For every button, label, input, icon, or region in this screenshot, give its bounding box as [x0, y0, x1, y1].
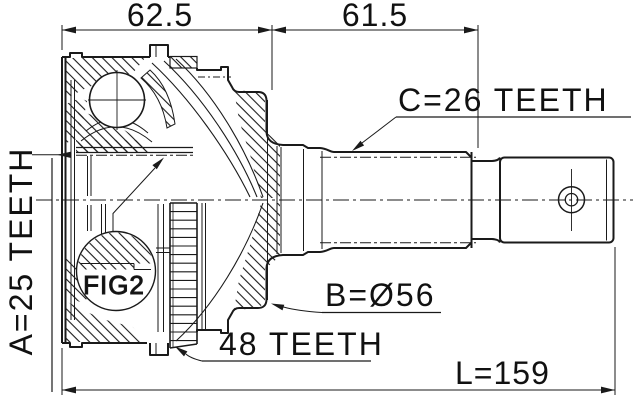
arrow-right-icon [464, 26, 478, 34]
arrow-right-icon [258, 26, 272, 34]
label-b-leader [283, 306, 323, 313]
hatch-cage-crescent [140, 69, 176, 129]
race-contour-bottom [62, 238, 501, 356]
ball-crosshair-icon [88, 70, 146, 130]
tone-ring-teeth [170, 211, 197, 342]
fig2-hatch-upper [77, 232, 155, 264]
inner-race-bore-lines [76, 146, 193, 154]
callout-shaft-spline: C=26 TEETH [352, 82, 631, 151]
outer-race: FIG2 [61, 44, 501, 356]
hatch-bell-wall-bottom [234, 203, 280, 310]
dim-61-5-label: 61.5 [342, 0, 408, 33]
tone-ring-edges [169, 202, 198, 349]
abs-tone-ring [169, 202, 198, 349]
label-48-leader [185, 353, 203, 362]
dim-62-5-label: 62.5 [127, 0, 193, 33]
arrow-left-icon [62, 386, 76, 394]
callout-body-diameter: B=Ø56 [271, 277, 441, 314]
label-48-teeth: 48 TEETH [219, 326, 384, 362]
arrow-left-icon [272, 26, 286, 34]
dim-length-label: L=159 [455, 355, 550, 391]
label-b-diameter: B=Ø56 [325, 277, 436, 313]
hatch-tone-ring-top [169, 55, 198, 69]
label-48-arrow-icon [175, 346, 188, 357]
fig2-detail: FIG2 [75, 157, 164, 312]
bell-cup-curves [151, 58, 264, 342]
hatch-bottom-left-wedge [66, 301, 145, 342]
race-contour-top [62, 44, 501, 248]
spline-pitch-lines [320, 156, 476, 244]
arrow-left-icon [62, 26, 76, 34]
fig2-leader-line [112, 167, 156, 232]
label-c-leader [361, 116, 397, 144]
callout-inner-spline: A=25 TEETH [3, 147, 71, 392]
centerlines [36, 76, 633, 244]
dimension-width-left: 62.5 [61, 0, 273, 90]
fig2-leader-arrow-icon [152, 157, 164, 170]
ext-lines [61, 247, 616, 395]
ball-bearing [88, 70, 146, 130]
dimension-overall-length: L=159 [61, 247, 616, 395]
label-a-teeth: A=25 TEETH [3, 147, 39, 356]
label-c-arrow-icon [352, 140, 365, 151]
label-a-arrow-icon [57, 151, 71, 158]
hatch-bell-wall-top [234, 90, 280, 198]
label-c-teeth: C=26 TEETH [398, 82, 609, 118]
label-b-arrow-icon [271, 303, 285, 311]
fig2-chord-lines [80, 263, 151, 270]
fig2-hatch-step [77, 263, 134, 270]
arrow-right-icon [601, 386, 615, 394]
dimension-width-right: 61.5 [272, 0, 479, 148]
hatch-inner-race-wedge [78, 110, 146, 152]
fig2-label: FIG2 [83, 270, 145, 300]
ext-lines [61, 25, 273, 90]
callout-abs-ring: 48 TEETH [175, 326, 384, 362]
